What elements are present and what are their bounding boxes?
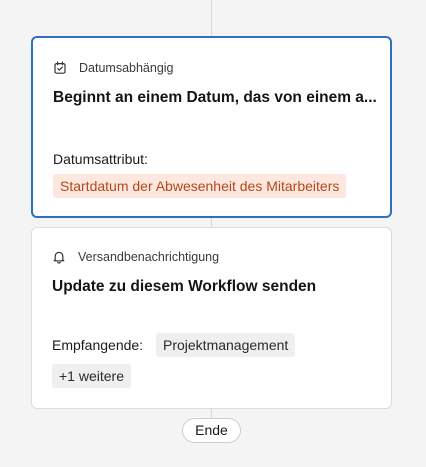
card-type-label: Datumsabhängig	[79, 61, 174, 75]
bell-icon	[52, 250, 66, 264]
recipients-label: Empfangende:	[52, 337, 144, 353]
calendar-check-icon	[53, 61, 67, 75]
card-type-header: Datumsabhängig	[53, 61, 174, 75]
card-title: Beginnt an einem Datum, das von einem a.…	[53, 89, 377, 106]
recipient-badge: Projektmanagement	[156, 333, 296, 357]
card-type-label: Versandbenachrichtigung	[78, 250, 220, 264]
more-recipients-badge[interactable]: +1 weitere	[52, 364, 131, 388]
action-card-send-notification[interactable]: Versandbenachrichtigung Update zu diesem…	[31, 227, 392, 409]
connector-line-bottom	[211, 408, 212, 418]
card-type-header: Versandbenachrichtigung	[52, 250, 219, 264]
end-node: Ende	[182, 418, 241, 443]
card-title: Update zu diesem Workflow senden	[52, 278, 317, 295]
connector-line-middle	[211, 217, 212, 227]
date-attribute-value: Startdatum der Abwesenheit des Mitarbeit…	[53, 174, 347, 198]
connector-line-top	[211, 0, 212, 37]
trigger-card-date-based[interactable]: Datumsabhängig Beginnt an einem Datum, d…	[31, 36, 392, 218]
date-attribute-label: Datumsattribut:	[53, 151, 148, 167]
